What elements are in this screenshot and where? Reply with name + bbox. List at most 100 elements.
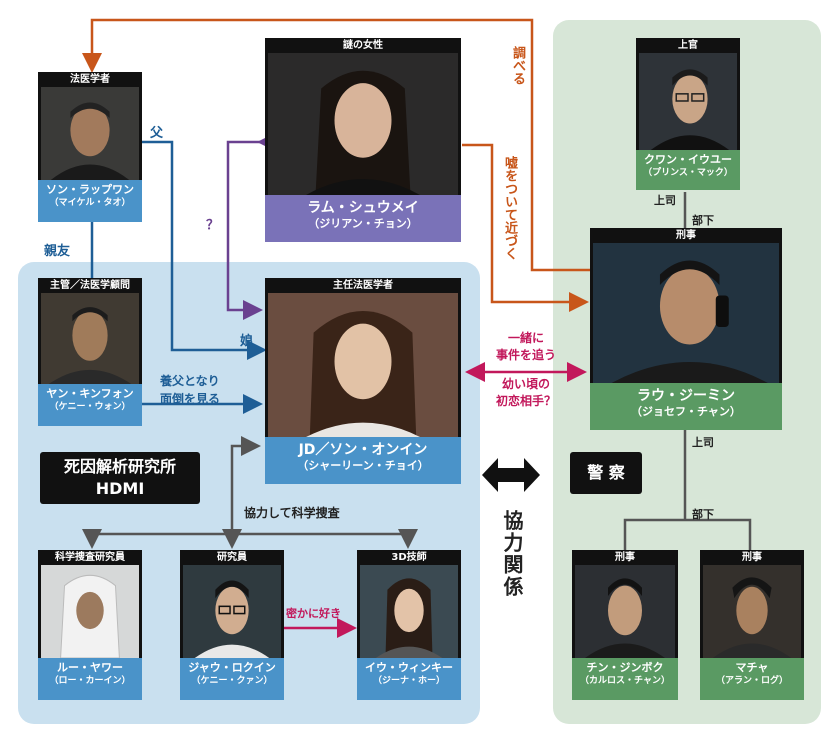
portrait-lou: [41, 565, 139, 658]
label-together-line2: 事件を追う: [495, 348, 556, 362]
nameplate: ヤン・キンフォン （ケニー・ウォン）: [38, 384, 142, 426]
actor-name: （カルロス・チャン）: [580, 676, 670, 686]
label-daughter: 娘: [240, 334, 254, 349]
label-subordinate-upper: 部下: [692, 214, 714, 227]
portrait-lam: [268, 53, 458, 195]
character-name: JD／ソン・オンイン: [298, 442, 428, 458]
character-card-lou[interactable]: 科学捜査研究員 ルー・ヤワー （ロー・カーイン）: [38, 550, 142, 700]
label-boss-upper: 上司: [654, 194, 676, 207]
police-label-text: 警 察: [587, 463, 625, 482]
nameplate: ルー・ヤワー （ロー・カーイン）: [38, 658, 142, 700]
actor-name: （シャーリーン・チョイ）: [297, 459, 429, 472]
actor-name: （ケニー・ウォン）: [49, 402, 131, 412]
hdmi-label-line2: HDMI: [95, 479, 145, 498]
role-label: 研究員: [217, 552, 247, 563]
nameplate: ジャウ・ロクイン （ケニー・クァン）: [180, 658, 284, 700]
label-best-friend: 親友: [44, 244, 71, 259]
portrait-macha: [703, 565, 801, 658]
role-label: 3D技師: [391, 552, 427, 563]
character-card-son[interactable]: 法医学者 ソン・ラップワン （マイケル・タオ）: [38, 72, 142, 222]
label-subordinate-lower: 部下: [692, 508, 714, 521]
portrait-jiao: [183, 565, 281, 658]
label-foster-line2: 面倒を見る: [160, 392, 221, 406]
cooperation-arrow: [482, 458, 540, 492]
line-question: [226, 132, 277, 320]
label-secret-love: 密かに好き: [286, 607, 341, 620]
label-foster-line1: 養父となり: [160, 374, 220, 388]
character-card-ching[interactable]: 刑事 チン・ジンボク （カルロス・チャン）: [572, 550, 678, 700]
label-together: 一緒に 事件を追う: [478, 330, 574, 364]
character-card-lau[interactable]: 刑事 ラウ・ジーミン （ジョセフ・チャン）: [590, 228, 782, 430]
role-label: 上官: [678, 40, 698, 51]
character-name: ソン・ラップワン: [46, 183, 134, 196]
label-first-love-line2: 初恋相手？: [495, 394, 556, 408]
line-investigate: [82, 18, 590, 272]
character-name: ジャウ・ロクイン: [188, 661, 276, 674]
character-card-kwan[interactable]: 上官 クワン・イウユー （プリンス・マック）: [636, 38, 740, 190]
label-first-love-line1: 幼い頃の: [501, 377, 550, 391]
actor-name: （ジリアン・チョン）: [308, 217, 418, 230]
character-card-jd[interactable]: 主任法医学者 JD／ソン・オンイン （シャーリーン・チョイ）: [265, 278, 461, 484]
portrait-jd: [268, 293, 458, 437]
character-card-yan[interactable]: 主管／法医学顧問 ヤン・キンフォン （ケニー・ウォン）: [38, 278, 142, 426]
label-foster: 養父となり 面倒を見る: [160, 372, 220, 408]
character-name: クワン・イウユー: [644, 153, 732, 166]
nameplate: ラウ・ジーミン （ジョセフ・チャン）: [590, 383, 782, 430]
character-name: ヤン・キンフォン: [46, 387, 134, 400]
actor-name: （プリンス・マック）: [643, 168, 733, 178]
role-label: 科学捜査研究員: [55, 552, 125, 563]
role-label: 刑事: [676, 230, 696, 241]
nameplate: ソン・ラップワン （マイケル・タオ）: [38, 180, 142, 222]
character-card-jiao[interactable]: 研究員 ジャウ・ロクイン （ケニー・クァン）: [180, 550, 284, 700]
character-name: ルー・ヤワー: [57, 661, 123, 674]
actor-name: （マイケル・タオ）: [49, 198, 131, 208]
role-label: 主管／法医学顧問: [50, 280, 130, 291]
portrait-lau: [593, 243, 779, 383]
actor-name: （ケニー・クァン）: [191, 676, 273, 686]
character-card-macha[interactable]: 刑事 マチャ （アラン・ログ）: [700, 550, 804, 700]
label-cooperation: 協力関係: [500, 510, 524, 598]
portrait-yiu: [360, 565, 458, 658]
portrait-yan: [41, 293, 139, 384]
nameplate: クワン・イウユー （プリンス・マック）: [636, 150, 740, 190]
portrait-ching: [575, 565, 675, 658]
hdmi-label-line1: 死因解析研究所: [63, 457, 176, 476]
role-label: 刑事: [742, 552, 762, 563]
character-card-lam[interactable]: 謎の女性 ラム・シュウメイ （ジリアン・チョン）: [265, 38, 461, 242]
role-label: 法医学者: [70, 74, 110, 85]
label-science: 協力して科学捜査: [244, 506, 340, 520]
line-father: [140, 140, 267, 360]
police-label: 警 察: [570, 452, 642, 494]
label-lie-approach: 嘘をついて近づく: [502, 156, 517, 260]
role-label: 刑事: [615, 552, 635, 563]
hdmi-label: 死因解析研究所 HDMI: [40, 452, 200, 504]
role-label: 主任法医学者: [333, 280, 393, 291]
nameplate: イウ・ウィンキー （ジーナ・ホー）: [357, 658, 461, 700]
nameplate: チン・ジンボク （カルロス・チャン）: [572, 658, 678, 700]
label-question: ？: [206, 218, 220, 233]
actor-name: （ジョセフ・チャン）: [631, 405, 741, 418]
nameplate: マチャ （アラン・ログ）: [700, 658, 804, 700]
actor-name: （ロー・カーイン）: [49, 676, 131, 686]
line-lau-subs: [623, 430, 752, 550]
line-lie-approach: [462, 143, 589, 312]
nameplate: ラム・シュウメイ （ジリアン・チョン）: [265, 195, 461, 242]
label-boss-lower: 上司: [692, 436, 714, 449]
label-together-line1: 一緒に: [507, 331, 544, 345]
character-name: ラウ・ジーミン: [637, 388, 735, 404]
label-first-love: 幼い頃の 初恋相手？: [478, 376, 574, 410]
line-science: [230, 436, 261, 534]
portrait-kwan: [639, 53, 737, 150]
actor-name: （アラン・ログ）: [715, 676, 788, 686]
character-name: イウ・ウィンキー: [365, 661, 453, 674]
label-father: 父: [150, 126, 164, 141]
nameplate: JD／ソン・オンイン （シャーリーン・チョイ）: [265, 437, 461, 484]
character-name: マチャ: [735, 661, 769, 674]
character-name: チン・ジンボク: [586, 661, 664, 674]
portrait-son: [41, 87, 139, 180]
character-name: ラム・シュウメイ: [307, 200, 419, 216]
character-card-yiu[interactable]: 3D技師 イウ・ウィンキー （ジーナ・ホー）: [357, 550, 461, 700]
label-investigate: 調べる: [510, 46, 525, 85]
actor-name: （ジーナ・ホー）: [372, 676, 445, 686]
